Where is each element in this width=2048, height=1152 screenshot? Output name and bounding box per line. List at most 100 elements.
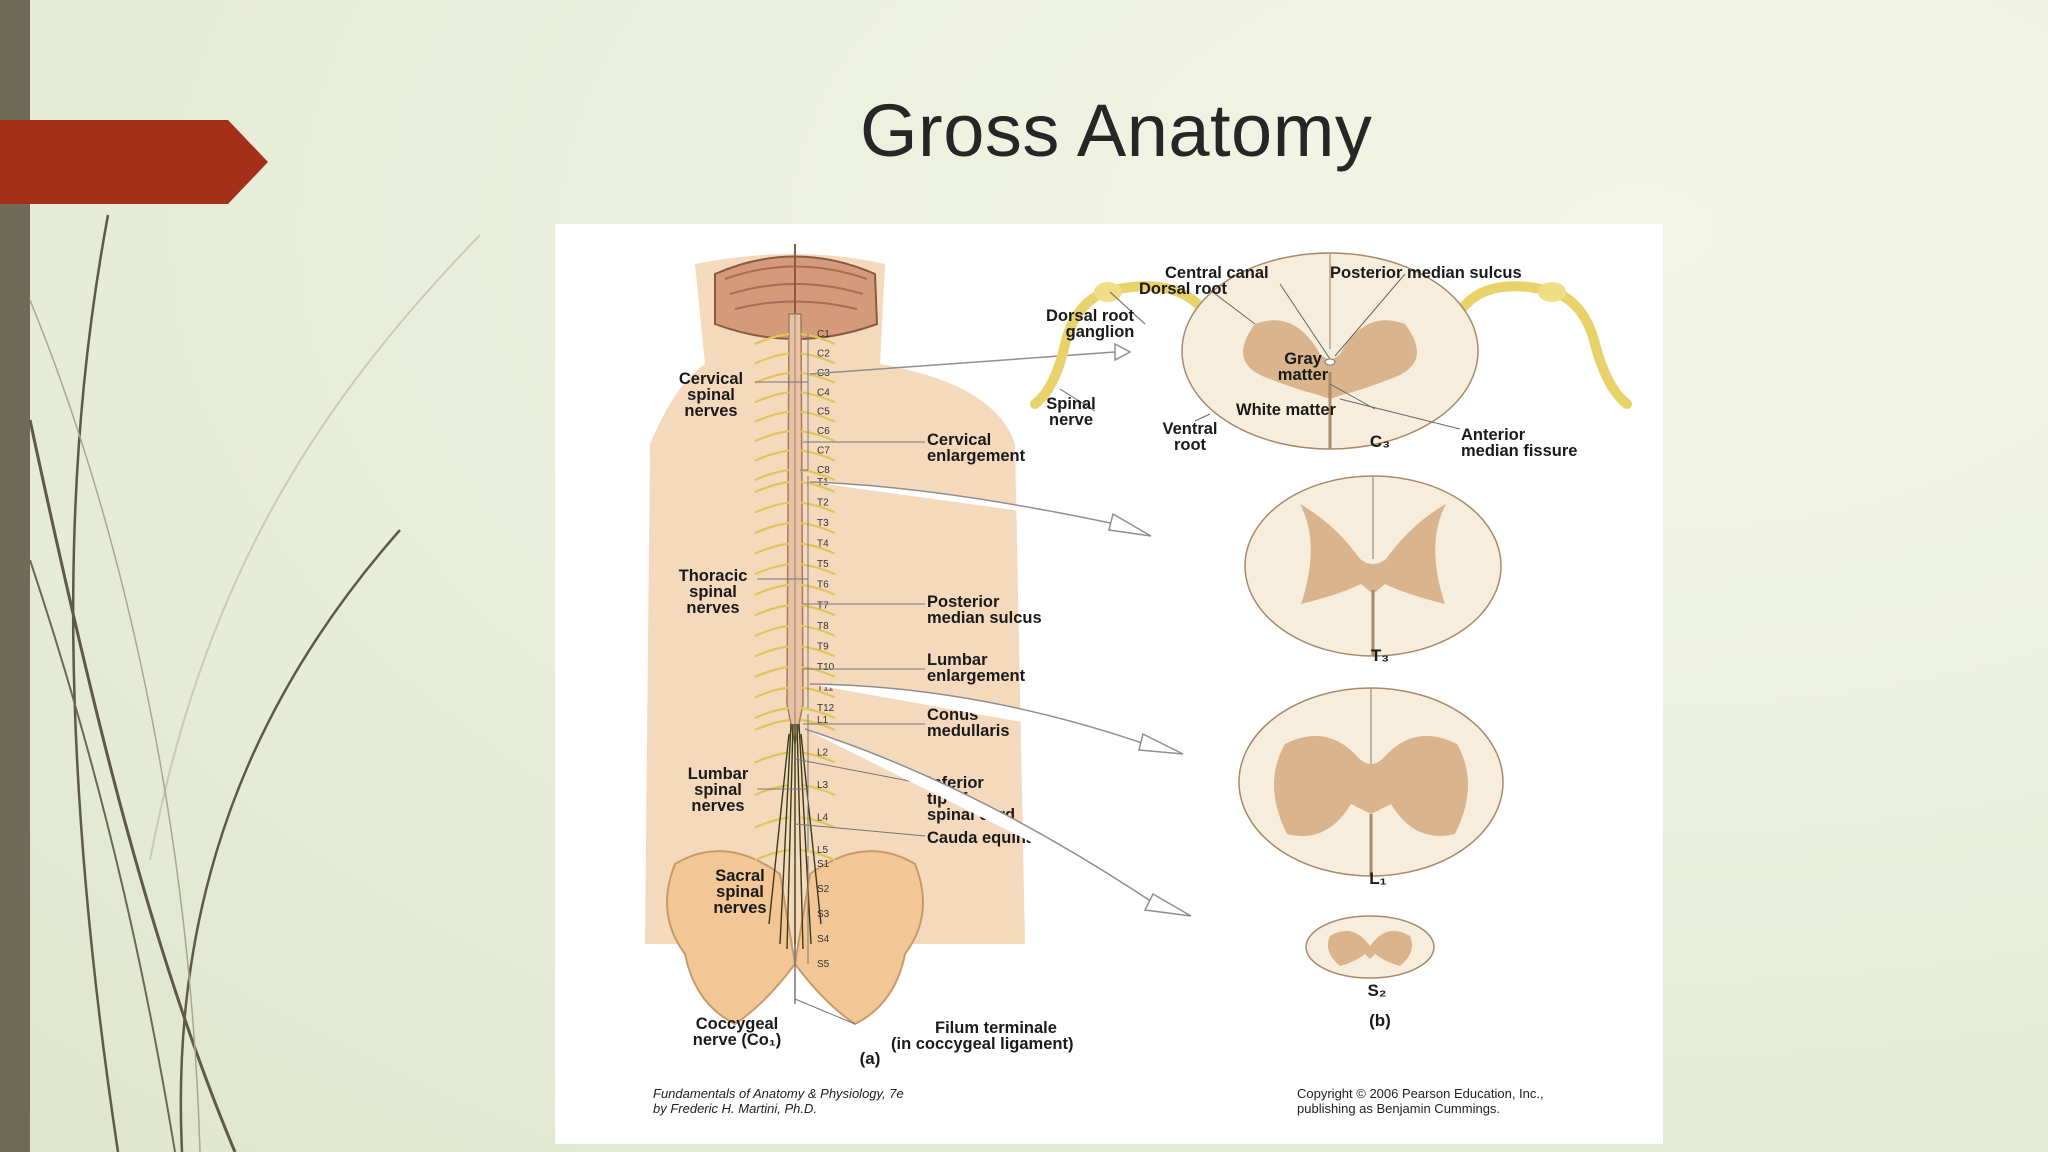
dorsal-root-ganglion-right [1538,282,1566,302]
spinal-nerve-c1-left [754,332,790,346]
pelvis-right [793,850,924,1026]
spinal-nerve-l2-right [800,751,836,764]
spinal-nerve-l5-left [754,848,790,862]
segment-label-c6: C6 [817,426,830,437]
spinal-nerve-c2-right [800,352,836,365]
segment-label-c2: C2 [817,348,830,359]
spinal-nerve-t5-right [800,563,836,576]
spinal-nerve-t11-left [754,686,790,699]
spinal-nerve-t11-right [800,686,836,699]
spinal-nerve-t10-left [754,665,790,678]
spinal-nerve-c6-left [754,430,790,443]
segment-label-c8: C8 [817,465,830,476]
dorsal-root-label: Dorsal root [1139,280,1228,298]
segment-label-t2: T2 [817,498,829,509]
spinal-nerve-t2-right [800,501,836,514]
spinal-nerve-t6-left [754,583,790,596]
cauda-equina-label: Cauda equina [927,829,1036,847]
spinal-nerve-t9-left [754,645,790,658]
spinal-nerve-c3-right [800,371,836,384]
pelvis-left [666,850,797,1026]
slide-title: Gross Anatomy [860,89,1373,172]
spinal-nerve-c5-left [754,410,790,423]
segment-label-c5: C5 [817,407,830,418]
spinal-nerve-t7-right [800,604,836,617]
spinal-nerve-c7-left [754,449,790,462]
spinal-nerve-l2-left [754,751,790,764]
segment-label-t6: T6 [817,580,829,591]
spinal-nerve-t3-left [754,521,790,535]
segment-label-s4: S4 [817,934,830,945]
segment-label-t8: T8 [817,621,829,632]
segment-labels: C1C2C3C4C5C6C7C8T1T2T3T4T5T6T7T8T9T10T11… [817,329,835,970]
segment-label-t10: T10 [817,662,835,673]
left-nerve-roots [1030,281,1210,409]
segment-label-l1: L1 [817,715,829,726]
filum-terminale-label: Filum terminale(in coccygeal ligament) [891,1019,1073,1053]
spinal-nerve-t4-left [754,542,790,555]
section-connector-arrows [804,342,1192,917]
cauda-equina-strands [768,723,822,954]
panel-b-label: (b) [1369,1011,1391,1030]
segment-label-t11: T11 [817,682,834,693]
spinal-nerve-t4-right [800,542,836,555]
segment-label-c7: C7 [817,446,830,457]
spinal-nerve-l5-right [800,848,836,862]
spinal-nerve-c2-left [754,352,790,365]
section-s2-label: S₂ [1368,981,1387,1000]
spinal-nerve-t1-right [800,480,836,494]
caption-left: Fundamentals of Anatomy & Physiology, 7e… [653,1086,904,1116]
section-l1-gray-matter [1273,736,1469,836]
panel-b-leader-lines [1059,273,1461,430]
panel-a-leader-lines [794,441,926,1025]
caption-right: Copyright © 2006 Pearson Education, Inc.… [1297,1086,1544,1116]
segment-label-l5: L5 [817,845,829,856]
title-accent-arrow [0,120,268,204]
segment-label-l4: L4 [817,813,829,824]
panel-a-label: (a) [860,1049,881,1068]
section-t3-label: T₃ [1371,646,1389,665]
decorative-swooshes [28,214,481,1152]
spinal-nerve-c6-right [800,430,836,443]
spinal-nerve-t5-left [754,563,790,576]
spinal-nerve-l1-left [754,718,790,732]
spinal-nerve-t9-right [800,645,836,658]
segment-label-s5: S5 [817,959,830,970]
spinal-nerve-t3-right [800,521,836,535]
section-c3-label: C₃ [1370,432,1390,451]
section-t3-gray-matter [1300,504,1446,604]
spinal-nerve-c5-right [800,410,836,423]
posterior-median-sulcus-label-b: Posterior median sulcus [1330,264,1522,282]
spinal-nerve-t2-left [754,501,790,514]
region-brackets [755,334,809,964]
spinal-nerve-t6-right [800,583,836,596]
segment-label-t12: T12 [817,703,835,714]
section-s2-gray-matter [1327,930,1413,966]
segment-label-t4: T4 [817,539,829,550]
segment-label-c4: C4 [817,387,830,398]
spinal-nerve-t1-left [754,480,790,494]
segment-label-t3: T3 [817,518,829,529]
spinal-nerve-c7-right [800,449,836,462]
spinal-nerve-t8-right [800,624,836,637]
spinal-nerve-t12-right [800,706,836,720]
segment-label-l2: L2 [817,748,829,759]
anatomy-illustration: C1C2C3C4C5C6C7C8T1T2T3T4T5T6T7T8T9T10T11… [645,244,1632,1116]
segment-label-t5: T5 [817,559,829,570]
white-matter-label: White matter [1236,401,1337,419]
central-canal-label: Central canal [1165,264,1269,282]
spinal-nerve-t8-left [754,624,790,637]
spinal-nerve-c4-left [754,391,790,404]
